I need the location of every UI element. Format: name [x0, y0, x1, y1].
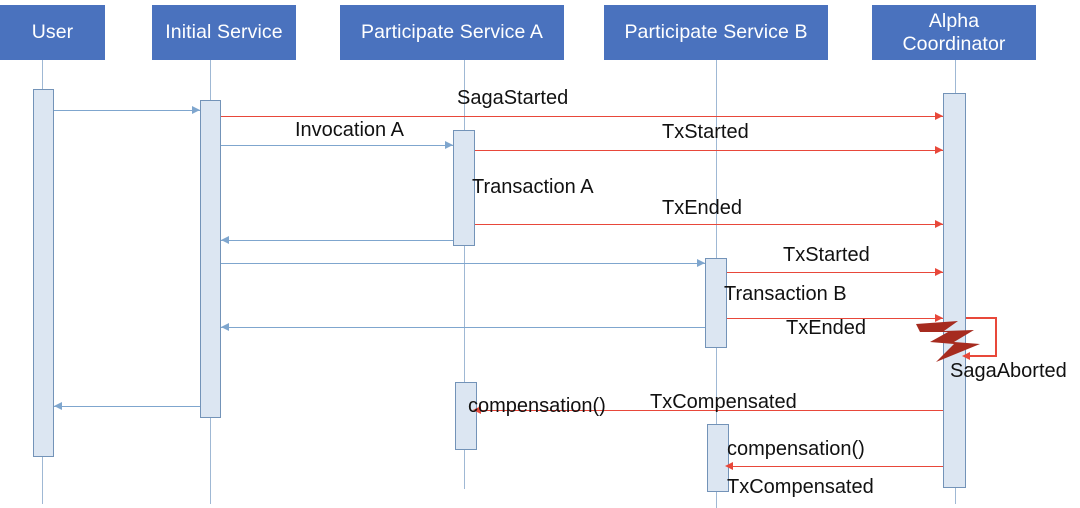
label-saga-started: SagaStarted [457, 87, 569, 109]
self-loop-top-segment [966, 317, 997, 319]
arrowhead-tx-compensated-b [725, 461, 733, 470]
message-return-initial-to-user [54, 406, 200, 407]
label-transaction-a: Transaction A [472, 176, 594, 198]
message-invocation-b [221, 263, 705, 264]
arrowhead-return-initial-to-user [54, 401, 62, 410]
label-tx-compensated-b: TxCompensated [727, 476, 874, 498]
arrowhead-tx-ended-a [935, 219, 943, 228]
participant-user[interactable]: User [0, 5, 105, 60]
lifeline-participate-service-a [464, 60, 465, 489]
arrowhead-return-a-to-initial [221, 235, 229, 244]
label-tx-started-b: TxStarted [783, 244, 870, 266]
arrowhead-invocation-b [697, 258, 705, 267]
participant-participate-service-a[interactable]: Participate Service A [340, 5, 564, 60]
message-user-to-initial [54, 110, 200, 111]
message-tx-compensated-b [729, 466, 943, 467]
arrowhead-return-b-to-initial [221, 322, 229, 331]
message-tx-started-b [727, 272, 943, 273]
label-saga-aborted: SagaAborted [950, 360, 1067, 382]
message-tx-ended-b [727, 318, 943, 319]
label-tx-ended-a: TxEnded [662, 197, 743, 219]
message-return-b-to-initial [221, 327, 705, 328]
activation-initial-service [200, 100, 221, 418]
activation-compensation-b [707, 424, 729, 492]
participant-participate-service-b[interactable]: Participate Service B [604, 5, 828, 60]
label-tx-started-a: TxStarted [662, 121, 749, 143]
lightning-bolt-icon [916, 321, 980, 362]
arrowhead-saga-aborted [962, 351, 970, 360]
arrowhead-user-to-initial [192, 105, 200, 114]
activation-transaction-a [453, 130, 475, 246]
participant-initial-service[interactable]: Initial Service [152, 5, 296, 60]
activation-user [33, 89, 54, 457]
self-loop-right-segment [995, 317, 997, 357]
label-compensation-b: compensation() [727, 438, 865, 460]
participant-alpha-coordinator[interactable]: Alpha Coordinator [872, 5, 1036, 60]
message-tx-compensated-a [477, 410, 943, 411]
arrowhead-invocation-a [445, 140, 453, 149]
arrowhead-tx-started-a [935, 145, 943, 154]
label-invocation-a: Invocation A [295, 119, 404, 141]
participant-alpha-coordinator-label: Alpha Coordinator [902, 9, 1006, 55]
message-saga-started [221, 116, 943, 117]
message-invocation-a [221, 145, 453, 146]
message-tx-started-a [475, 150, 943, 151]
arrowhead-tx-started-b [935, 267, 943, 276]
label-compensation-a: compensation() [468, 395, 606, 417]
label-tx-ended-b: TxEnded [786, 317, 867, 339]
activation-compensation-a [455, 382, 477, 450]
self-loop-bottom-segment [966, 355, 997, 357]
message-return-a-to-initial [221, 240, 453, 241]
activation-alpha-coordinator [943, 93, 966, 488]
arrowhead-tx-ended-b [935, 313, 943, 322]
message-tx-ended-a [475, 224, 943, 225]
label-tx-compensated-a: TxCompensated [650, 391, 797, 413]
arrowhead-tx-compensated-a [473, 405, 481, 414]
label-transaction-b: Transaction B [724, 283, 847, 305]
arrowhead-saga-started [935, 111, 943, 120]
activation-transaction-b [705, 258, 727, 348]
